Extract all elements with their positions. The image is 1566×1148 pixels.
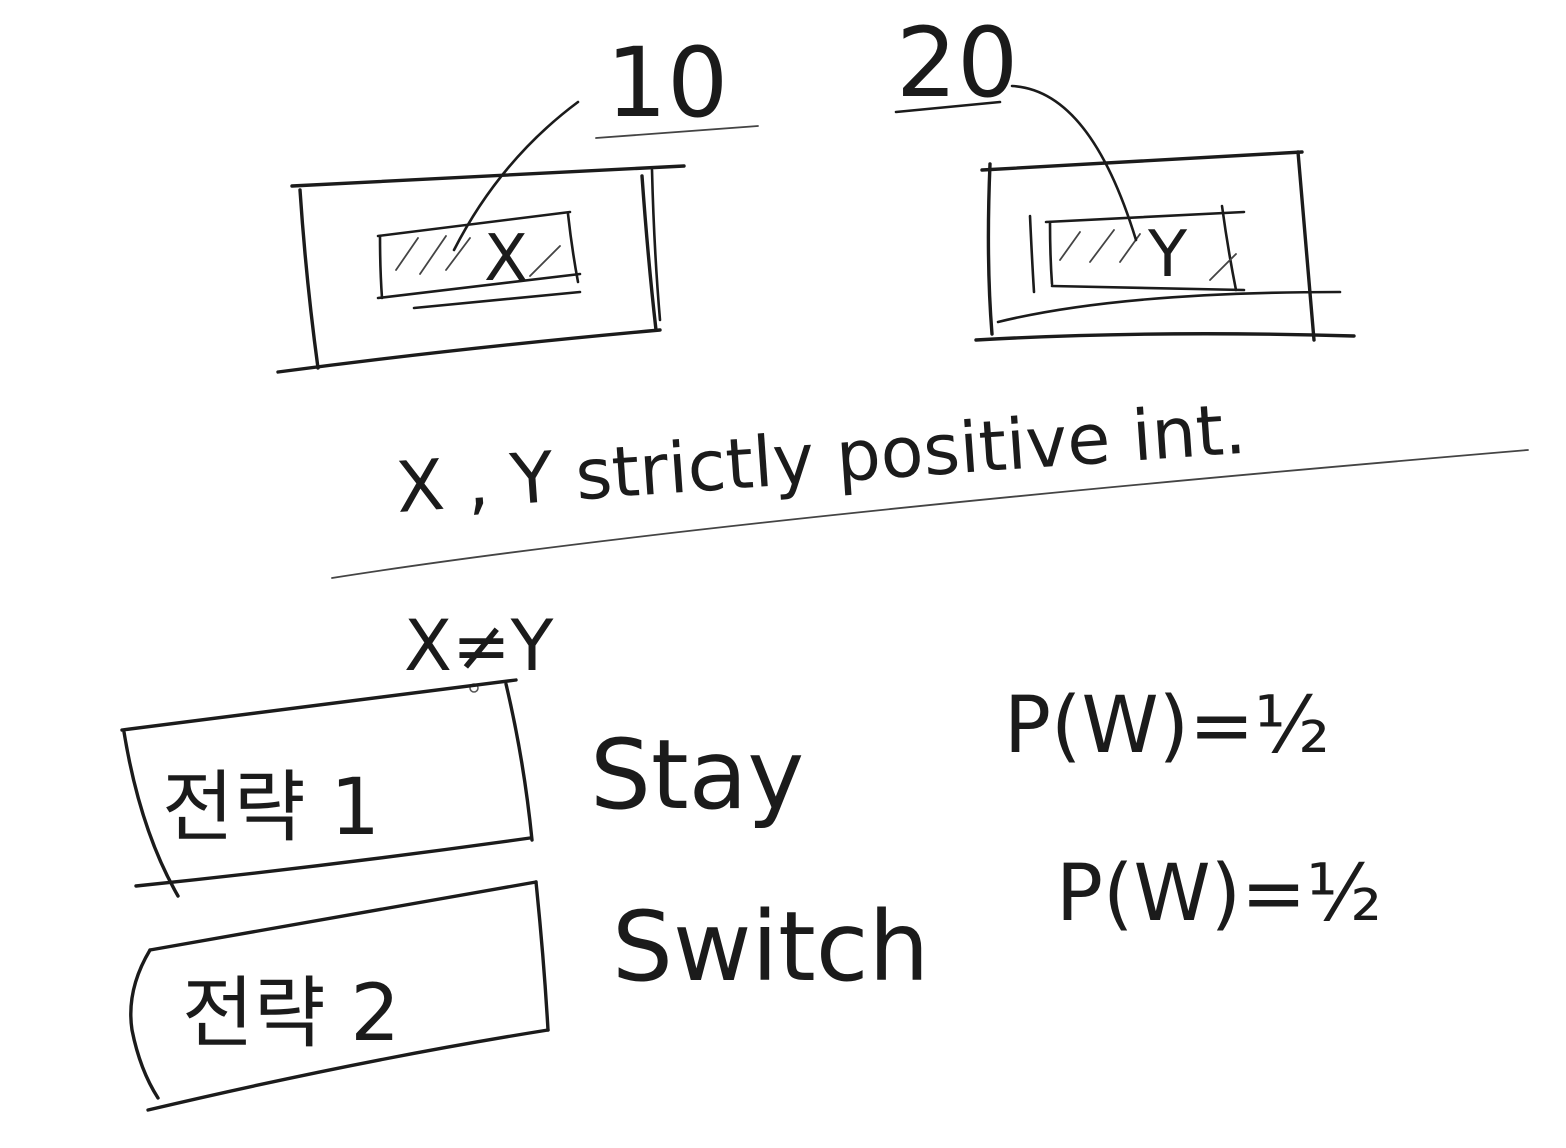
strategy-1-action: Stay [590,719,804,831]
right-inner-card [1044,204,1246,292]
strategy-1-frame [120,678,534,898]
inequality-text: X≠Y [404,605,554,687]
strategy-2-probability: P(W)=½ [1056,849,1382,939]
strategy-2-name: 전략 2 [182,969,400,1059]
condition-underline [331,449,1529,579]
left-inner-card [376,210,582,310]
right-envelope [894,84,1356,342]
right-leader-line [1010,84,1138,242]
condition-text: X , Y strictly positive int. [393,388,1248,529]
strategy-1-name: 전략 1 [162,763,380,853]
strategy-1-probability: P(W)=½ [1004,681,1330,771]
right-envelope-amount: 20 [896,7,1018,119]
strategy-2-frame [129,880,550,1112]
left-envelope-mark: X [484,222,528,296]
left-leader-line [452,100,580,252]
strategy-2-action: Switch [612,891,929,1003]
left-envelope [276,100,759,374]
right-envelope-mark: Y [1147,218,1188,292]
left-envelope-amount: 10 [606,27,728,139]
